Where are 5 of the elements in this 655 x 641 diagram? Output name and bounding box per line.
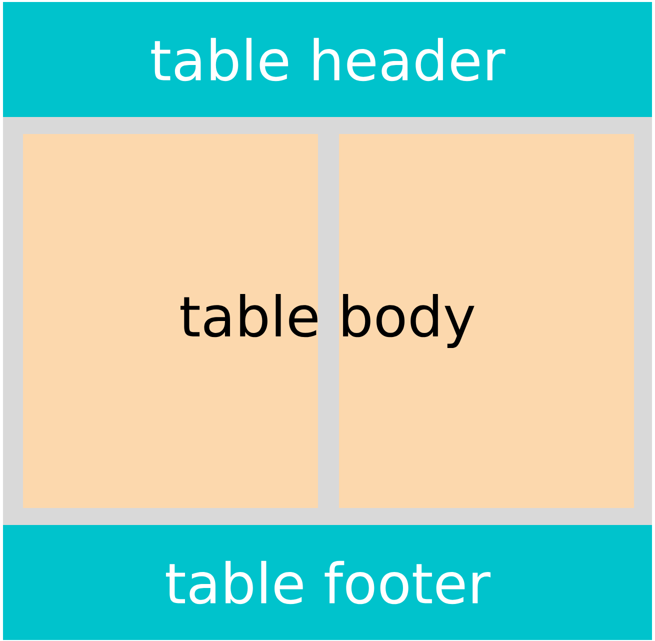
footer-band: table footer	[3, 524, 652, 640]
body-cell	[339, 134, 634, 508]
body-cell	[23, 134, 318, 508]
header-band: table header	[3, 2, 652, 117]
body-label: table body	[180, 294, 474, 348]
